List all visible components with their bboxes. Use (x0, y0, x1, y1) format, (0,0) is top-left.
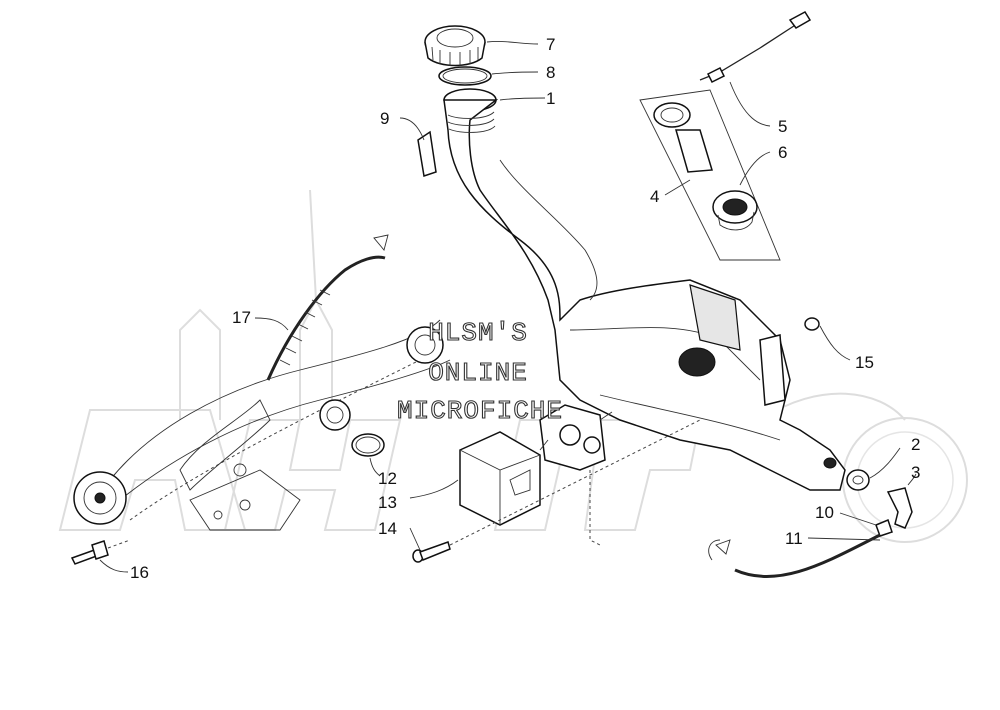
valve-assembly (539, 404, 613, 546)
callout-16: 16 (130, 563, 149, 582)
leader-lines (99, 41, 917, 573)
watermark-line-3: MICROFICHE (397, 396, 563, 426)
callout-8: 8 (546, 63, 555, 82)
watermark-line-2: ONLINE (428, 358, 528, 388)
frame-assembly (73, 319, 451, 531)
electrical-box (459, 431, 541, 526)
callout-5: 5 (778, 117, 787, 136)
fuel-tank (443, 88, 846, 491)
pin (70, 539, 131, 565)
hose-clamp (351, 433, 385, 457)
callout-2: 2 (911, 435, 920, 454)
bolt (412, 419, 701, 563)
callout-6: 6 (778, 143, 787, 162)
callout-10: 10 (815, 503, 834, 522)
o-ring (438, 66, 492, 86)
callout-12: 12 (378, 469, 397, 488)
decal (417, 130, 437, 177)
callout-15: 15 (855, 353, 874, 372)
callout-13: 13 (378, 493, 397, 512)
watermark-line-1: HLSM'S (428, 318, 528, 348)
callout-1: 1 (546, 89, 555, 108)
callout-11: 11 (785, 529, 803, 548)
text-watermark: HLSM'S ONLINE MICROFICHE (396, 317, 563, 426)
callout-17: 17 (232, 308, 251, 327)
callout-labels: 1 2 3 4 5 6 7 8 9 10 11 12 13 14 15 16 1… (130, 35, 920, 582)
elbow-fitting (886, 487, 913, 529)
fuel-gauge-assembly (639, 11, 812, 261)
vent-hose (266, 234, 389, 381)
callout-9: 9 (380, 109, 389, 128)
callout-14: 14 (378, 519, 397, 538)
callout-7: 7 (546, 35, 555, 54)
fuel-hose-lower (708, 518, 893, 579)
grommet (846, 469, 870, 491)
fuel-cap (424, 25, 486, 67)
nut (804, 317, 820, 331)
callout-3: 3 (911, 463, 920, 482)
callout-4: 4 (650, 187, 659, 206)
